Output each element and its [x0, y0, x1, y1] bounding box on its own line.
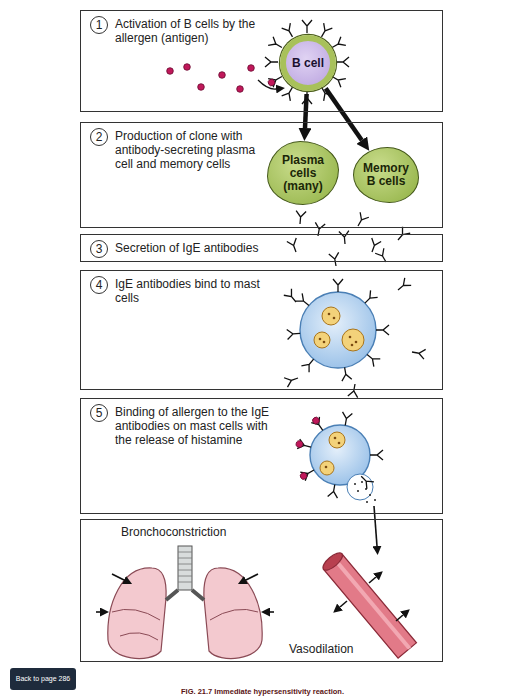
ige-antibody: [340, 367, 352, 382]
step-panel: Secretion of IgE antibodies 3: [80, 234, 443, 262]
label-text: Production of clone with antibody-secret…: [115, 129, 257, 171]
label-text: Binding of allergen to the IgE antibodie…: [115, 405, 283, 447]
step-panel: IgE antibodies bind to mast cells 4: [80, 270, 443, 390]
ige-antibody: [367, 238, 381, 254]
step-panel: Production of clone with antibody-secret…: [80, 122, 443, 228]
ige-antibody: [375, 248, 390, 264]
antibody-ring: [265, 20, 349, 104]
ige-antibody: [340, 412, 352, 427]
mast-cell-degranulating: [310, 425, 376, 503]
back-button: Back to page 286: [10, 668, 76, 690]
callout-number: 3: [90, 240, 108, 258]
step-panel: Binding of allergen to the IgE antibodie…: [80, 398, 443, 514]
ige-antibody: [348, 383, 360, 398]
label-text: Back to page 286: [16, 675, 71, 683]
antibody-ring: [287, 279, 389, 381]
allergen-dots: [167, 64, 255, 93]
ige-antibody: [333, 279, 343, 292]
ige-antibody: [265, 57, 278, 67]
allergen-dot: [295, 440, 303, 448]
ige-antibody: [394, 227, 410, 243]
caption-area: FIG. 21.7 Immediate hypersensitivity rea…: [0, 680, 525, 698]
label-text: Bronchoconstriction: [121, 525, 261, 539]
label-text: Vasodilation: [289, 642, 389, 656]
free-antibodies: [284, 211, 426, 398]
ige-antibody: [339, 231, 350, 245]
step-panel: Activation of B cells by the allergen (a…: [80, 10, 443, 112]
ige-antibody: [354, 212, 369, 228]
ige-antibody: [284, 289, 300, 305]
label-text: 4: [96, 279, 103, 291]
antibody-ring: [295, 412, 383, 498]
figure-caption: FIG. 21.7 Immediate hypersensitivity rea…: [181, 687, 344, 696]
label-text: B cell: [292, 56, 324, 70]
label-text: IgE antibodies bind to mast cells: [115, 277, 265, 305]
ige-antibody: [358, 473, 374, 489]
effects-panel: BronchoconstrictionVasodilation: [80, 519, 443, 662]
dilation-arrows: [340, 577, 403, 621]
ige-antibody: [295, 211, 306, 225]
mast-cell: [300, 292, 376, 368]
b-cell: B cell: [280, 35, 336, 91]
ige-antibody: [364, 351, 380, 367]
label-text: 2: [96, 131, 103, 143]
ige-antibody: [336, 57, 349, 67]
ige-antibody: [301, 356, 317, 372]
label-text: 5: [96, 407, 103, 419]
histamine-arrow: [374, 506, 377, 546]
memory-cell: Memory B cells: [353, 147, 419, 203]
allergen-dot: [299, 471, 308, 480]
ige-antibody: [302, 20, 312, 33]
label-text: Activation of B cells by the allergen (a…: [115, 17, 265, 45]
ige-antibody: [284, 373, 300, 387]
ige-antibody: [329, 252, 341, 267]
ige-antibody: [311, 417, 327, 433]
plasma-cell: Plasma cells (many): [267, 141, 339, 205]
callout-number: 1: [90, 16, 108, 34]
ige-antibody: [361, 290, 377, 306]
lungs: [108, 546, 262, 659]
label-text: 1: [96, 19, 103, 31]
ige-antibody: [296, 293, 312, 309]
ige-antibody: [287, 238, 301, 254]
allergen-dot: [267, 78, 276, 87]
callout-number: 4: [90, 276, 108, 294]
constriction-arrows: [96, 574, 274, 612]
callout-number: 5: [90, 404, 108, 422]
ige-antibody: [370, 450, 383, 460]
label-text: 3: [96, 243, 103, 255]
allergen-dot: [311, 416, 320, 425]
callout-number: 2: [90, 128, 108, 146]
ige-antibody: [395, 278, 411, 294]
blood-vessel: [320, 550, 416, 658]
ige-antibody: [328, 484, 340, 499]
label-text: Plasma cells (many): [276, 154, 330, 193]
label-text: Secretion of IgE antibodies: [115, 241, 305, 255]
label-text: Memory B cells: [362, 162, 410, 188]
ige-antibody: [287, 328, 301, 339]
ige-antibody: [411, 347, 426, 359]
connector-arrow: [326, 88, 362, 140]
ige-antibody: [376, 325, 389, 335]
